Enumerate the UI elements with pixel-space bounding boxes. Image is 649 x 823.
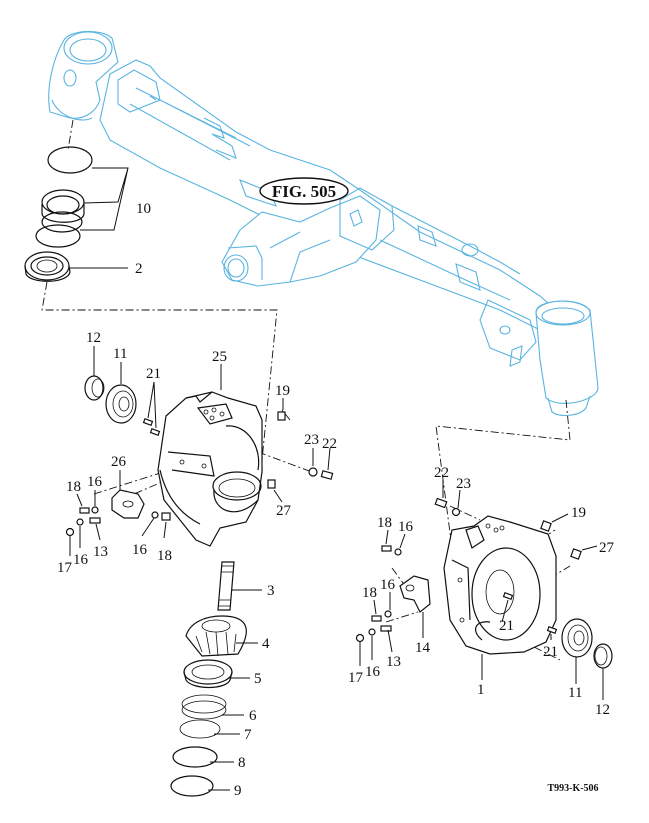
- callout-12-right[interactable]: 12: [595, 702, 610, 718]
- bracket-26[interactable]: [111, 489, 145, 519]
- callout-25[interactable]: 25: [212, 349, 227, 365]
- seal-12-left[interactable]: [84, 375, 105, 401]
- leader-19-right: [551, 513, 569, 523]
- washer-16a-right[interactable]: [394, 548, 402, 556]
- leaders-right-fasteners: [359, 529, 406, 666]
- bracket-14[interactable]: [399, 575, 431, 613]
- callout-6[interactable]: 6: [249, 708, 257, 724]
- washer-16b-right[interactable]: [384, 610, 392, 618]
- callout-16c-left[interactable]: 16: [73, 552, 89, 568]
- o-ring-seal-set[interactable]: [35, 146, 93, 248]
- snap-ring-8[interactable]: [172, 746, 218, 768]
- stud-13-right[interactable]: [380, 625, 392, 632]
- callout-1[interactable]: 1: [477, 682, 485, 698]
- callout-17-right[interactable]: 17: [348, 670, 364, 686]
- stud-13-left[interactable]: [89, 517, 101, 524]
- bolt-18a-right[interactable]: [381, 545, 392, 552]
- callout-2[interactable]: 2: [135, 261, 143, 277]
- seal-12-right[interactable]: [593, 643, 613, 669]
- callout-13-right[interactable]: 13: [386, 654, 401, 670]
- leaders-left-fasteners: [69, 490, 167, 556]
- figure-reference-label[interactable]: FIG. 505: [259, 177, 349, 205]
- drawing-code: T993-K-506: [547, 783, 598, 794]
- axle-housing-drawing: [48, 30, 599, 417]
- nut-17-right[interactable]: [355, 633, 365, 643]
- leader-23-22-left: [312, 447, 331, 471]
- plug-19-right[interactable]: [540, 520, 552, 532]
- callout-16a-left[interactable]: 16: [87, 474, 103, 490]
- callout-16b-left[interactable]: 16: [132, 542, 148, 558]
- right-final-drive-housing-1[interactable]: [443, 515, 557, 655]
- bearing-11-left[interactable]: [105, 384, 137, 424]
- callout-10[interactable]: 10: [136, 201, 151, 217]
- callout-8[interactable]: 8: [238, 755, 246, 771]
- callout-21a-right[interactable]: 21: [499, 618, 514, 634]
- callout-19-left[interactable]: 19: [275, 383, 290, 399]
- callout-3[interactable]: 3: [267, 583, 275, 599]
- callout-23-right[interactable]: 23: [456, 476, 471, 492]
- dowel-21a-right[interactable]: [502, 591, 514, 601]
- washer-16c-left[interactable]: [76, 518, 84, 526]
- callout-18b-right[interactable]: 18: [362, 585, 377, 601]
- callout-16a-right[interactable]: 16: [398, 519, 414, 535]
- leader-22-23-right: [442, 480, 461, 509]
- ring-6[interactable]: [181, 694, 227, 720]
- callout-18a-left[interactable]: 18: [66, 479, 81, 495]
- leader-21-right: [501, 599, 552, 640]
- washer-16b-left[interactable]: [151, 511, 159, 519]
- left-final-drive-housing-25[interactable]: [157, 391, 263, 547]
- bearing-5[interactable]: [183, 659, 233, 689]
- leader-27-right: [581, 545, 598, 551]
- callout-9[interactable]: 9: [234, 783, 242, 799]
- callout-27-left[interactable]: 27: [276, 503, 292, 519]
- callout-16b-right[interactable]: 16: [380, 577, 396, 593]
- plug-27-right[interactable]: [570, 548, 582, 560]
- callout-4[interactable]: 4: [262, 636, 270, 652]
- callout-11-left[interactable]: 11: [113, 346, 127, 362]
- bolt-18b-left[interactable]: [161, 512, 171, 521]
- leader-21-left: [147, 381, 157, 429]
- callout-23-left[interactable]: 23: [304, 432, 319, 448]
- dowel-21b-right[interactable]: [546, 625, 558, 635]
- callout-21b-right[interactable]: 21: [543, 644, 558, 660]
- leader-10: [80, 167, 129, 231]
- bearing-2[interactable]: [24, 251, 71, 282]
- callout-18b-left[interactable]: 18: [157, 548, 172, 564]
- bolt-18b-right[interactable]: [371, 615, 382, 622]
- callout-14[interactable]: 14: [415, 640, 431, 656]
- bolt-22-right[interactable]: [434, 497, 448, 509]
- callout-22-left[interactable]: 22: [322, 436, 337, 452]
- callout-22-right[interactable]: 22: [434, 465, 449, 481]
- callout-16c-right[interactable]: 16: [365, 664, 381, 680]
- callout-21-left[interactable]: 21: [146, 366, 161, 382]
- nut-17-left[interactable]: [65, 527, 75, 537]
- callout-11-right[interactable]: 11: [568, 685, 582, 701]
- dowel-pins-21-left[interactable]: [142, 417, 161, 437]
- washer-23-right[interactable]: [451, 507, 461, 517]
- callout-19-right[interactable]: 19: [571, 505, 586, 521]
- washer-23-left[interactable]: [308, 467, 318, 477]
- plug-27-left[interactable]: [267, 479, 276, 489]
- plug-19-left[interactable]: [277, 411, 286, 421]
- bevel-gear-4[interactable]: [185, 615, 247, 657]
- figure-reference-text: FIG. 505: [272, 182, 336, 201]
- shaft-3[interactable]: [217, 561, 235, 611]
- bolt-18a-left[interactable]: [79, 507, 90, 514]
- callout-18a-right[interactable]: 18: [377, 515, 392, 531]
- callout-26[interactable]: 26: [111, 454, 127, 470]
- washer-16c-right[interactable]: [368, 628, 376, 636]
- leader-27-left: [273, 489, 283, 503]
- callout-7[interactable]: 7: [244, 727, 252, 743]
- bolt-22-left[interactable]: [320, 470, 334, 480]
- seal-9[interactable]: [170, 775, 214, 797]
- bearing-11-right[interactable]: [561, 618, 593, 658]
- snap-ring-7[interactable]: [179, 719, 221, 739]
- callout-5[interactable]: 5: [254, 671, 262, 687]
- washer-16a-left[interactable]: [91, 506, 99, 514]
- callout-17-left[interactable]: 17: [57, 560, 73, 576]
- callout-27-right[interactable]: 27: [599, 540, 615, 556]
- callout-13-left[interactable]: 13: [93, 544, 108, 560]
- callout-12-left[interactable]: 12: [86, 330, 101, 346]
